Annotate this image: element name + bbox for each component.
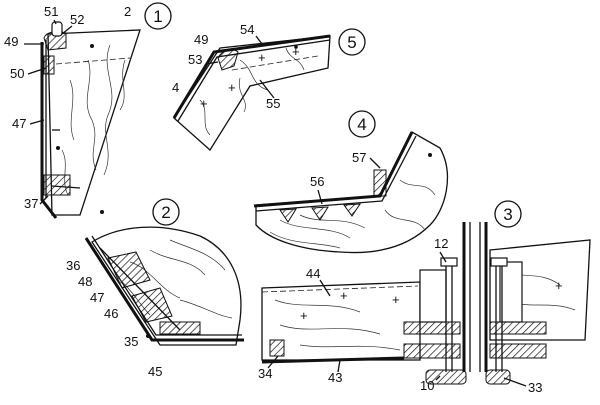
view-number-5: 5 [338,28,366,56]
label-48: 48 [78,274,92,289]
view-number-4: 4 [348,110,376,138]
view-2-drawing [84,226,244,346]
label-55: 55 [266,96,280,111]
label-56: 56 [310,174,324,189]
label-46: 46 [104,306,118,321]
view-4-drawing [253,131,448,254]
view-1-drawing [40,21,141,219]
view-number-1: 1 [144,2,172,30]
svg-text:+: + [300,308,308,323]
label-50: 50 [10,66,24,81]
svg-text:3: 3 [503,205,512,224]
label-49: 49 [4,34,18,49]
label-51: 51 [44,4,58,19]
label-43: 43 [328,370,342,385]
label-4: 4 [172,80,179,95]
label-47: 47 [90,290,104,305]
label-47: 47 [12,116,26,131]
label-2: 2 [124,4,131,19]
svg-text:+: + [340,288,348,303]
svg-text:+: + [258,50,266,65]
leader-lines [24,19,527,387]
reference-labels: 51 52 2 49 50 47 37 49 54 53 4 55 57 56 … [4,4,542,395]
label-34: 34 [258,366,272,381]
label-10: 10 [420,378,434,393]
view-3-drawing: + + + + [261,222,591,385]
view-number-2: 2 [152,198,180,226]
svg-text:+: + [228,80,236,95]
svg-text:+: + [392,292,400,307]
svg-text:2: 2 [161,203,170,222]
svg-text:5: 5 [347,33,356,52]
label-44: 44 [306,266,320,281]
label-33: 33 [528,380,542,395]
label-49: 49 [194,32,208,47]
view-number-3: 3 [494,200,522,228]
label-45: 45 [148,364,162,379]
svg-text:+: + [200,96,208,111]
label-35: 35 [124,334,138,349]
label-12: 12 [434,236,448,251]
label-57: 57 [352,150,366,165]
view-5-drawing: + + + + [172,34,331,151]
svg-text:+: + [555,278,563,293]
label-37: 37 [24,196,38,211]
svg-text:4: 4 [357,115,366,134]
label-36: 36 [66,258,80,273]
label-53: 53 [188,52,202,67]
label-54: 54 [240,22,254,37]
svg-text:+: + [292,44,300,59]
svg-text:1: 1 [153,7,162,26]
label-52: 52 [70,12,84,27]
